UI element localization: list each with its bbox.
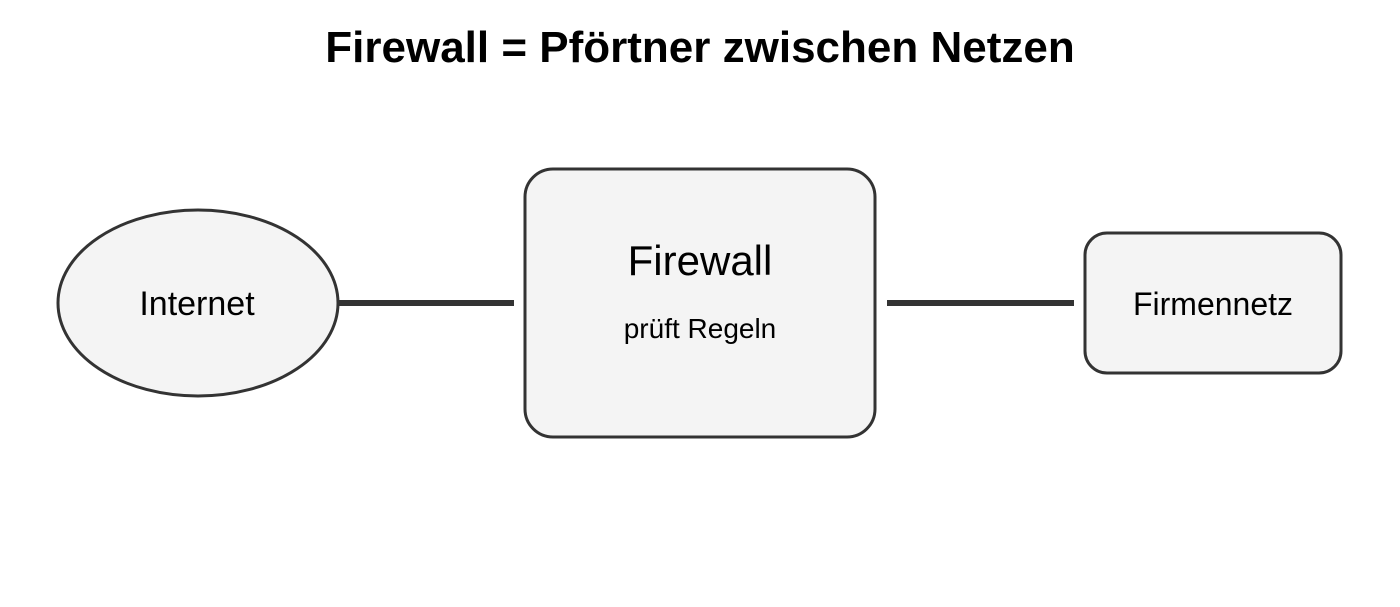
node-company-network: Firmennetz <box>1083 231 1343 375</box>
diagram-title: Firewall = Pförtner zwischen Netzen <box>325 23 1075 72</box>
firewall-box <box>523 167 877 439</box>
node-firewall: Firewall prüft Regeln <box>523 167 877 439</box>
firewall-sublabel: prüft Regeln <box>624 313 777 344</box>
company-network-label: Firmennetz <box>1133 286 1293 322</box>
internet-label: Internet <box>139 285 255 323</box>
internet-ellipse <box>56 208 340 398</box>
node-internet: Internet <box>56 208 340 398</box>
firewall-label: Firewall <box>628 237 773 284</box>
company-network-box <box>1083 231 1343 375</box>
